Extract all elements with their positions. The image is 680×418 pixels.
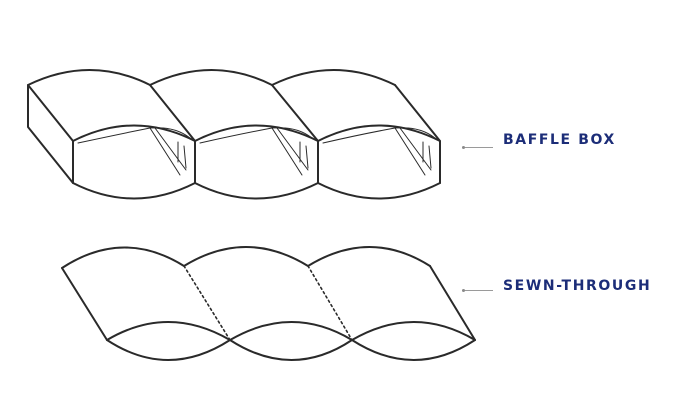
- baffle-box-label: BAFFLE BOX: [503, 132, 616, 148]
- baffle-box-inner-wall-1: [149, 127, 187, 176]
- baffle-box-crease-2: [271, 84, 319, 142]
- sewn-through-left-edge: [61, 267, 108, 341]
- baffle-box-inner-wall-2: [271, 127, 309, 176]
- baffle-box-leader-line: [465, 147, 493, 148]
- sewn-through-leader-dot: [462, 289, 465, 292]
- baffle-box-front-chamber-3: [317, 124, 441, 200]
- baffle-box-front-chamber-1: [72, 124, 196, 200]
- sewn-through-stitch-2: [307, 265, 353, 341]
- sewn-through-right-edge: [429, 265, 476, 341]
- sewn-through-illustration: [61, 246, 476, 361]
- baffle-box-leader-dot: [462, 146, 465, 149]
- sewn-through-bottom-edge: [106, 321, 476, 341]
- baffle-box-illustration: [27, 69, 441, 200]
- sewn-through-stitch-1: [183, 265, 231, 341]
- baffle-box-left-face: [27, 84, 74, 184]
- baffle-box-inner-back-1: [77, 127, 191, 144]
- sewn-through-leader-line: [465, 290, 493, 291]
- sewn-through-label: SEWN-THROUGH: [503, 278, 652, 294]
- baffle-box-inner-wall-3: [394, 127, 432, 176]
- baffle-box-right-edge: [394, 84, 441, 184]
- sewn-through-top-edge: [61, 246, 431, 269]
- baffle-box-crease-1: [149, 84, 196, 142]
- baffle-box-top-edge: [27, 69, 396, 86]
- sewn-through-bottom-lower: [106, 339, 476, 361]
- baffle-box-inner-back-2: [199, 127, 313, 144]
- baffle-box-inner-back-3: [322, 127, 436, 144]
